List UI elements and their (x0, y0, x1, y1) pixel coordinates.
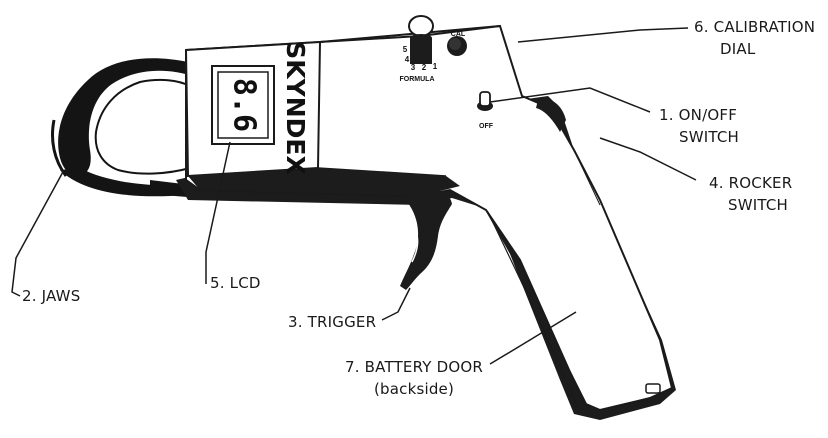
formula-mark-1: 1 (433, 62, 438, 71)
formula-mark-3: 3 (411, 63, 416, 72)
lcd-display: 8.6 (211, 65, 275, 145)
leader-lcd (205, 141, 231, 284)
leader-trigger (381, 287, 411, 321)
cal-button: CAL (447, 31, 467, 56)
leader-calibration (517, 27, 689, 43)
leader-lines (11, 27, 697, 365)
leader-rocker (599, 137, 697, 181)
caliper-body (176, 24, 676, 420)
label-lcd: 5. LCD (210, 274, 261, 292)
label-calibration-dial: 6. CALIBRATION DIAL (694, 18, 816, 58)
cal-label: CAL (451, 31, 466, 38)
caliper-jaws (51, 58, 200, 198)
on-off-switch: OFF (477, 91, 494, 130)
trigger (400, 189, 452, 290)
brand-logo: SKYNDEX (281, 41, 310, 175)
formula-mark-4: 4 (405, 55, 410, 64)
formula-mark-5: 5 (403, 45, 408, 54)
leader-onoff (489, 87, 651, 113)
label-on-off-switch: 1. ON/OFF SWITCH (659, 106, 740, 146)
label-jaws: 2. JAWS (22, 287, 81, 305)
off-label: OFF (479, 123, 494, 130)
formula-mark-2: 2 (422, 63, 427, 72)
formula-label: FORMULA (400, 76, 435, 83)
leader-battery (489, 311, 577, 365)
leader-jaws (11, 169, 65, 297)
label-rocker-switch: 4. ROCKER SWITCH (709, 174, 793, 214)
calibration-dial: 5 4 3 2 1 FORMULA (400, 15, 438, 83)
label-trigger: 3. TRIGGER (288, 313, 377, 331)
lcd-reading: 8.6 (227, 78, 262, 132)
label-battery-door: 7. BATTERY DOOR (backside) (345, 358, 483, 398)
